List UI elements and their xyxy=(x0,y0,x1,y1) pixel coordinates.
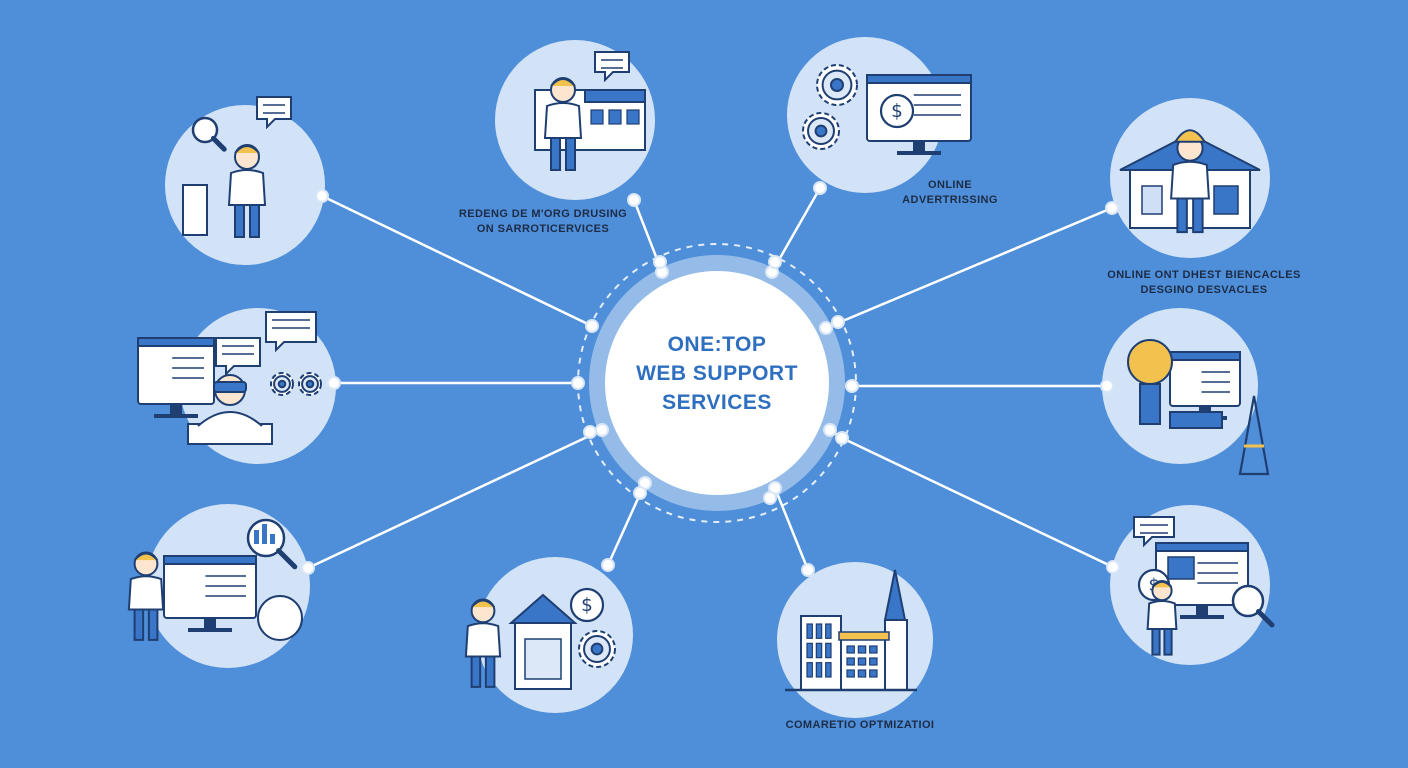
inspector-magnifier-icon xyxy=(182,96,292,238)
connector-joint xyxy=(823,423,837,437)
connector-line-top-right xyxy=(825,206,1113,330)
service-node-bottom-right: $ xyxy=(1110,505,1275,665)
gears-dollar-monitor-icon: $ xyxy=(802,64,972,155)
city-buildings-icon xyxy=(785,569,917,692)
connector-joint xyxy=(845,379,859,393)
label-line: ON SARROTICERVICES xyxy=(476,223,610,235)
label-line: COMARETIO OPTMIZATIOI xyxy=(785,719,935,731)
label-top-center-right: ONLINE ADVERTRISSING xyxy=(860,178,1040,208)
service-node-mid-right xyxy=(1102,308,1270,476)
service-node-top-right xyxy=(1110,98,1270,258)
label-line: REDENG DE M'ORG DRUSING xyxy=(458,208,628,220)
label-top-center-left: REDENG DE M'ORG DRUSING ON SARROTICERVIC… xyxy=(428,207,658,237)
finance-kiosk-icon: $ xyxy=(464,587,616,690)
connector-joint xyxy=(627,193,641,207)
central-hub xyxy=(577,243,857,523)
connector-line-bottom-right xyxy=(829,428,1114,569)
connector-joint xyxy=(1105,201,1119,215)
connector-joint xyxy=(633,486,647,500)
hub-title-line: WEB SUPPORT xyxy=(636,362,798,385)
connector-joint xyxy=(601,558,615,572)
construction-worker-house-icon xyxy=(1119,129,1261,234)
shop-owner-icon xyxy=(534,51,646,171)
label-line: ONLINE xyxy=(928,179,972,191)
service-node-top-left xyxy=(165,96,325,265)
hub-title: ONE:TOP WEB SUPPORT SERVICES xyxy=(604,330,830,417)
service-node-bottom-center-right xyxy=(777,562,933,718)
connector-joint xyxy=(653,255,667,269)
connector-joint xyxy=(301,561,315,575)
connector-joint xyxy=(813,181,827,195)
connector-line-bottom-left xyxy=(307,428,603,570)
connector-joint xyxy=(763,491,777,505)
seo-dollar-search-icon: $ xyxy=(1133,516,1275,656)
connector-joint xyxy=(595,423,609,437)
service-node-top-center-left xyxy=(495,40,655,200)
label-line: ONLINE ONT DHEST BIENCACLES xyxy=(1107,269,1301,281)
connector-joint xyxy=(1100,379,1114,393)
connector-joint xyxy=(819,321,833,335)
connector-joint xyxy=(801,563,815,577)
connector-joint xyxy=(1106,560,1120,574)
hub-title-line: ONE:TOP xyxy=(667,333,767,356)
connector-joint xyxy=(831,315,845,329)
label-bottom-center-right: COMARETIO OPTMIZATIOI xyxy=(760,718,960,733)
service-nodes: $ $ $ xyxy=(127,37,1275,718)
lightbulb-idea-tower-icon xyxy=(1127,339,1270,476)
service-node-bottom-left xyxy=(127,504,310,668)
connector-line-top-left xyxy=(321,194,593,328)
connector-joint xyxy=(327,376,341,390)
service-node-mid-left xyxy=(137,308,336,464)
service-node-bottom-center-left: $ xyxy=(464,557,633,713)
connector-joint xyxy=(835,431,849,445)
svg-text:$: $ xyxy=(891,101,903,122)
service-node-top-center-right: $ xyxy=(787,37,972,193)
label-line: ADVERTRISSING xyxy=(902,194,998,206)
connector-joint xyxy=(768,255,782,269)
connector-joint xyxy=(583,425,597,439)
connector-joint xyxy=(585,319,599,333)
label-top-right: ONLINE ONT DHEST BIENCACLES DESGINO DESV… xyxy=(1084,268,1324,298)
connector-joints xyxy=(301,181,1120,577)
label-line: DESGINO DESVACLES xyxy=(1140,284,1268,296)
hub-title-line: SERVICES xyxy=(662,391,772,414)
vr-support-agent-icon xyxy=(137,311,322,445)
hub-circle xyxy=(605,271,829,495)
analytics-presenter-icon xyxy=(127,518,303,641)
svg-text:$: $ xyxy=(581,595,593,616)
connector-joint xyxy=(571,376,585,390)
connector-joint xyxy=(315,189,329,203)
